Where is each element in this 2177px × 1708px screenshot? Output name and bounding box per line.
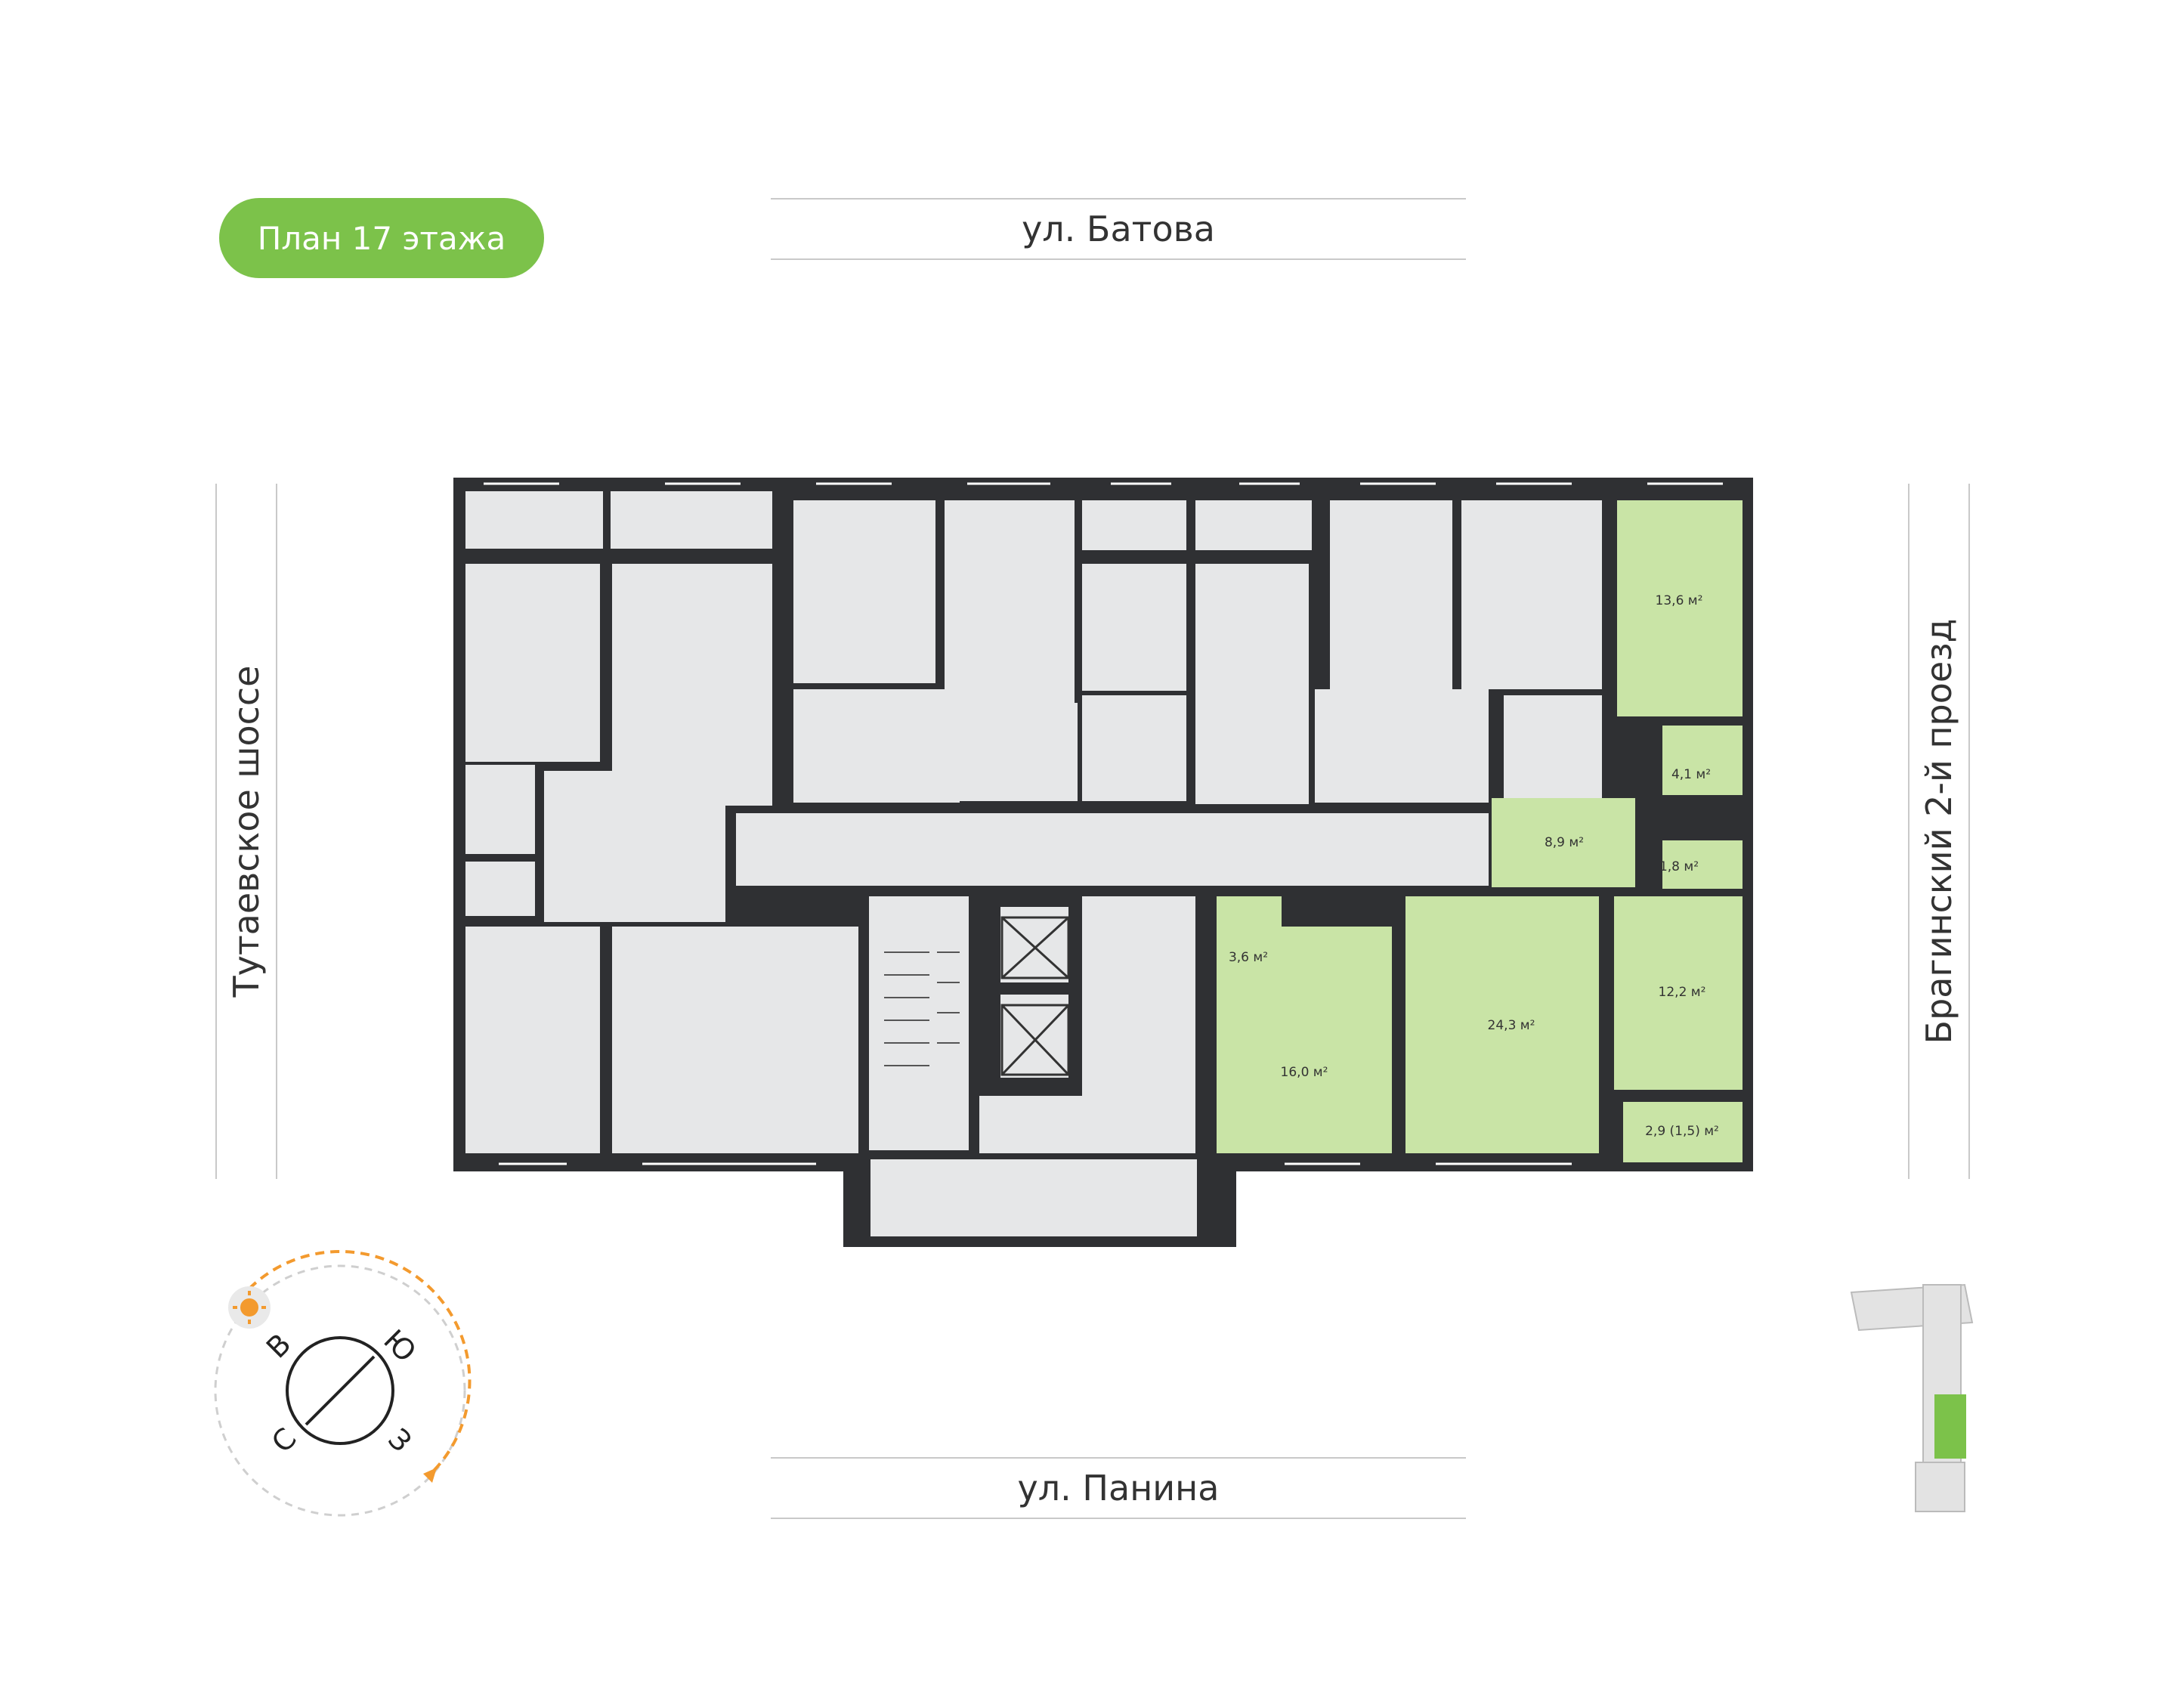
compass: С В Ю З: [214, 1250, 472, 1517]
compass-west: З: [382, 1422, 418, 1459]
elevators: [1000, 916, 1070, 1076]
area-label: 1,8 м²: [1659, 859, 1699, 874]
area-label: 12,2 м²: [1659, 985, 1706, 1000]
area-label: 16,0 м²: [1281, 1065, 1328, 1080]
sun-icon-rays: [233, 1291, 266, 1324]
selected-apartment: [1217, 500, 1743, 1162]
entrance-hall: [870, 1164, 1197, 1236]
arrow-icon: [423, 1468, 437, 1483]
street-top-label: ул. Батова: [1022, 209, 1215, 249]
mini-map: [1850, 1283, 1974, 1512]
area-label: 3,6 м²: [1229, 950, 1268, 965]
compass-north: С: [265, 1422, 303, 1459]
area-label: 13,6 м²: [1656, 593, 1703, 608]
windows: [484, 482, 1723, 1165]
area-label: 2,9 (1,5) м²: [1645, 1124, 1719, 1139]
street-top: ул. Батова: [771, 198, 1466, 260]
street-bottom: ул. Панина: [771, 1457, 1466, 1519]
stairwell: [884, 951, 960, 1066]
area-label: 24,3 м²: [1488, 1018, 1535, 1033]
compass-east: В: [260, 1327, 298, 1365]
floor-plan-title: План 17 этажа: [219, 198, 544, 278]
area-label: 4,1 м²: [1671, 767, 1711, 782]
current-section-marker: [1934, 1394, 1966, 1459]
area-label: 8,9 м²: [1545, 835, 1584, 850]
street-right: Брагинский 2-й проезд: [1908, 484, 1970, 1179]
street-left: Тутаевское шоссе: [215, 484, 277, 1179]
street-bottom-label: ул. Панина: [1017, 1468, 1220, 1508]
